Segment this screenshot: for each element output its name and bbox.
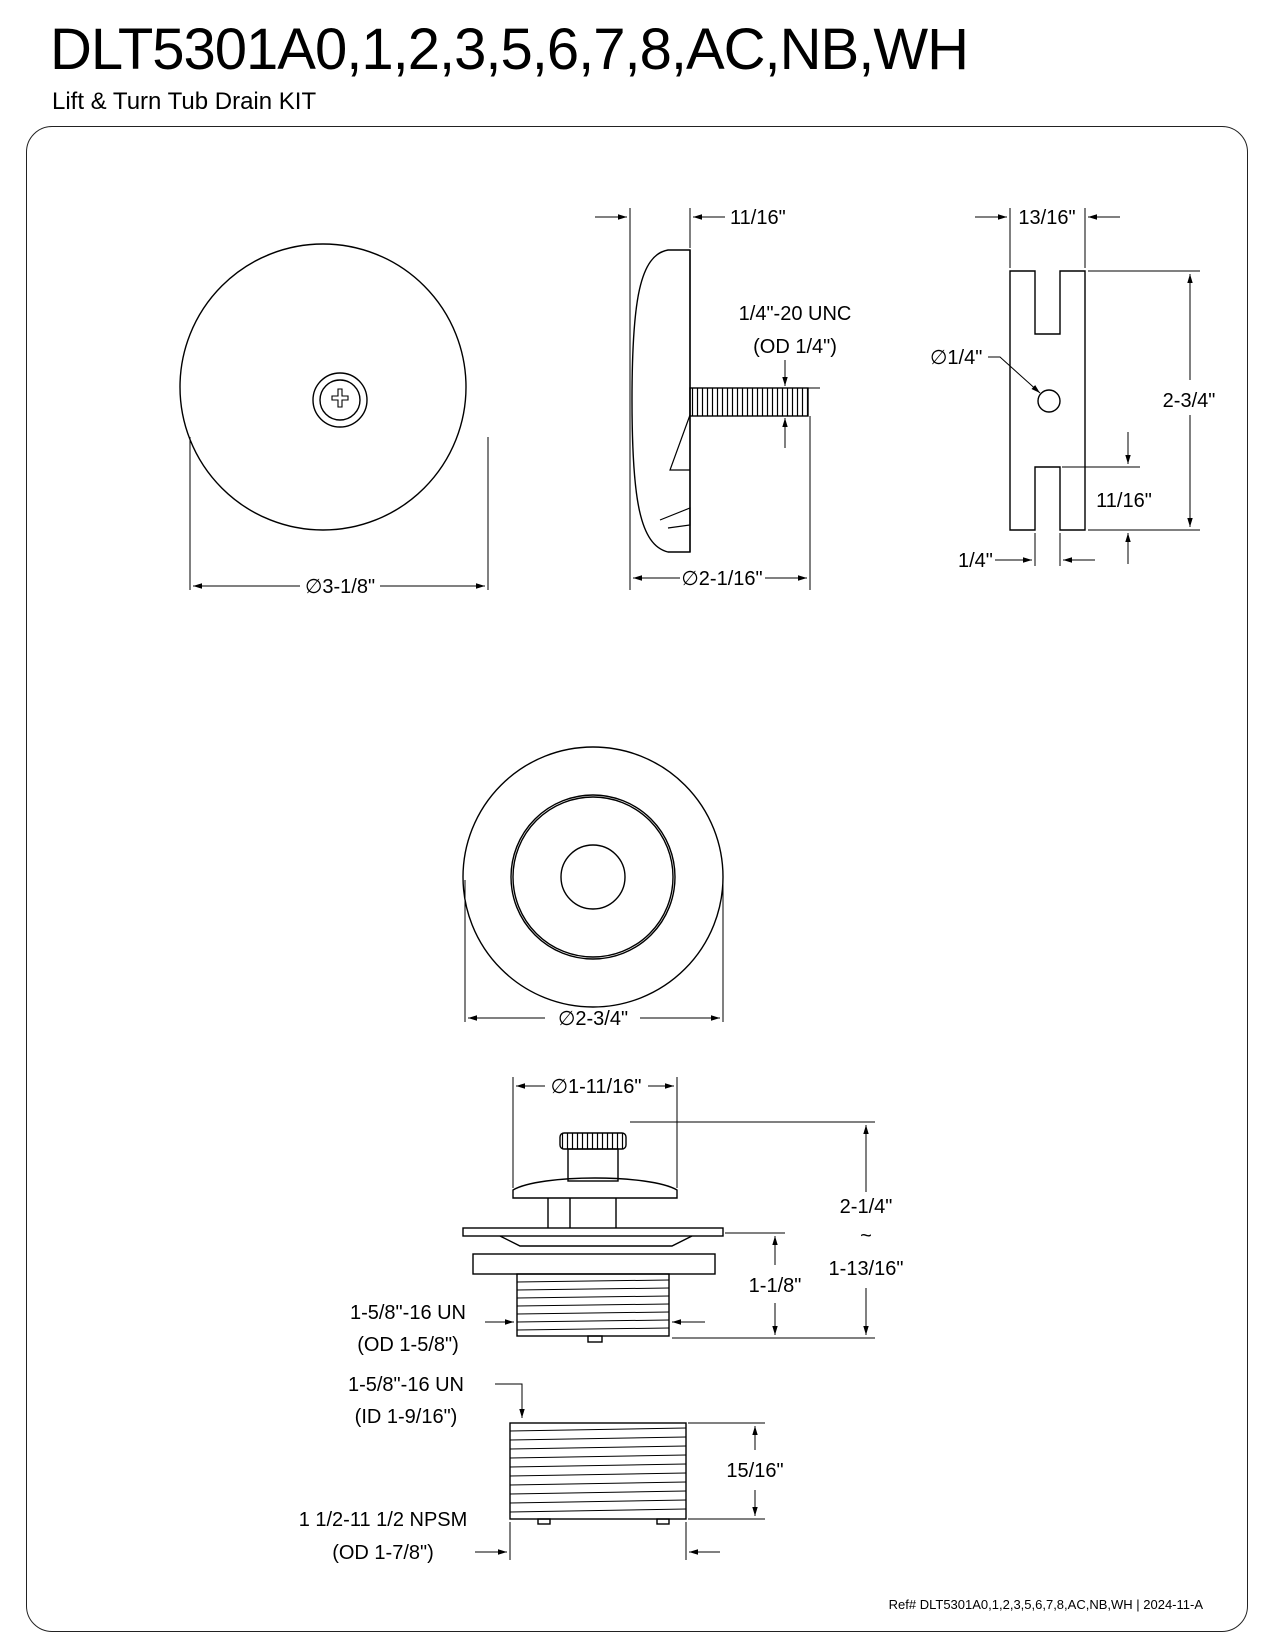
adapter-npsm-label: 1 1/2-11 1/2 NPSM: [299, 1509, 468, 1531]
height-min-label: 1-13/16": [829, 1258, 904, 1280]
faceplate-back-diameter-label: ∅2-1/16": [681, 568, 762, 590]
drawing-title: DLT5301A0,1,2,3,5,6,7,8,AC,NB,WH: [50, 17, 969, 82]
faceplate-diameter-label: ∅3-1/8": [305, 576, 375, 598]
body-thread-label: 1-5/8"-16 UN: [350, 1302, 466, 1324]
body-thread-od-label: (OD 1-5/8"): [357, 1334, 459, 1356]
drawing-frame: [26, 126, 1248, 1632]
adapter-od-label: (OD 1-7/8"): [332, 1542, 434, 1564]
stopper-diameter-label: ∅2-3/4": [558, 1008, 628, 1030]
faceplate-depth-label: 11/16": [730, 207, 786, 229]
screw-thread-label: 1/4"-20 UNC: [739, 303, 852, 325]
bracket-width-label: 13/16": [1018, 207, 1075, 229]
height-separator-label: ~: [860, 1225, 872, 1247]
screw-head-icon: [331, 388, 349, 408]
adapter-height-label: 15/16": [726, 1460, 783, 1482]
faceplate-side-view: [595, 208, 820, 590]
faceplate-front-view: [179, 243, 489, 590]
drawing-subtitle: Lift & Turn Tub Drain KIT: [52, 88, 317, 115]
flange-height-label: 1-1/8": [749, 1275, 802, 1297]
adapter-thread-id-label: (ID 1-9/16"): [355, 1406, 458, 1428]
drain-body-side-view: [462, 1077, 875, 1343]
stopper-top-view: [462, 746, 724, 1022]
bracket-slot-depth-label: 11/16": [1096, 490, 1152, 512]
adapter-side-view: [475, 1383, 765, 1560]
bracket-view: [975, 208, 1200, 566]
bracket-slot-width-label: 1/4": [958, 550, 993, 572]
body-top-diameter-label: ∅1-11/16": [551, 1076, 642, 1098]
height-max-label: 2-1/4": [840, 1196, 893, 1218]
reference-number: Ref# DLT5301A0,1,2,3,5,6,7,8,AC,NB,WH | …: [888, 1597, 1203, 1612]
bracket-hole-label: ∅1/4": [930, 347, 982, 369]
bracket-height-label: 2-3/4": [1163, 390, 1216, 412]
screw-od-label: (OD 1/4"): [753, 336, 837, 358]
dimension-labels: ∅3-1/8" 11/16" 1/4"-20 UNC (OD 1/4") ∅2-…: [299, 207, 1216, 1564]
adapter-thread-label: 1-5/8"-16 UN: [348, 1374, 464, 1396]
